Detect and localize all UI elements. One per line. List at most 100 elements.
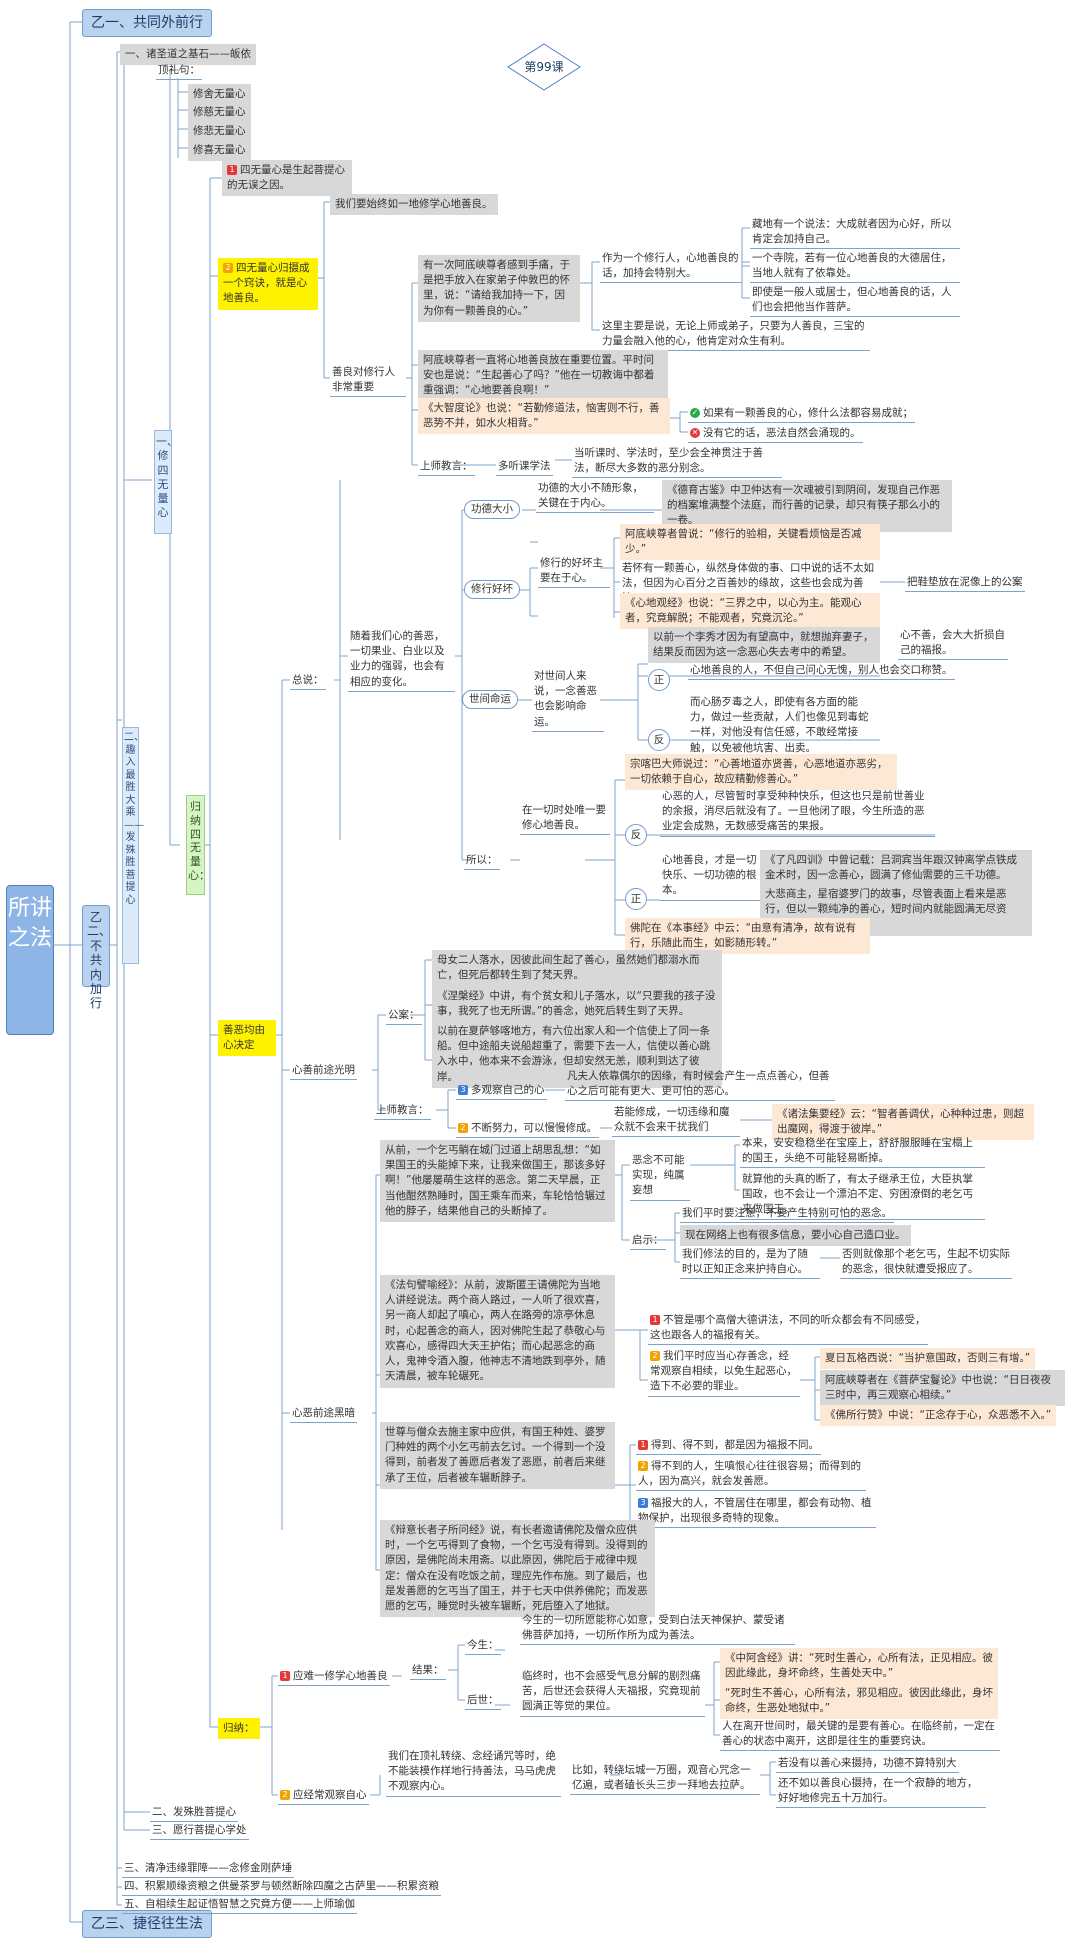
node-m1a1[interactable]: 恶念不可能实现，纯属妄想 (630, 1152, 690, 1201)
node-m1c[interactable]: 世尊与僧众去施主家中应供，有国王种姓、婆罗门种姓的两个小乞丐前去乞讨。一个得到一… (380, 1422, 615, 1489)
branch-b2[interactable]: 乙二、不共内加行 (82, 905, 111, 1010)
node-e1b[interactable]: 修慈无量心 (188, 102, 251, 124)
node-m1a2c2[interactable]: 否则就像那个老乞丐，生起不切实际的恶念，很快就遭受报应了。 (840, 1246, 1012, 1280)
node-n1a2a[interactable]: 《中阿含经》讲：“死时生善心，心所有法，正见相应。彼因此缘此，身坏命终，生善处天… (720, 1648, 998, 1685)
node-e1d[interactable]: 修喜无量心 (188, 140, 251, 162)
node-j3[interactable]: 世间命运 (462, 690, 518, 710)
node-n2b[interactable]: 还不如以善良心摄持，在一个寂静的地方，好好地修完五十万加行。 (776, 1775, 986, 1809)
node-h2c[interactable]: 即使是一般人或居士，但心地善良的话，人们也会把他当作菩萨。 (750, 284, 960, 318)
node-j1t[interactable]: 功德的大小不随形象，关键在于内心。 (536, 480, 654, 514)
node-h6b[interactable]: 当听课时、学法时，至少会全神贯注于善法，断尽大多数的恶分别念。 (572, 445, 782, 479)
node-j2t[interactable]: 修行的好坏主要在于心。 (538, 555, 610, 589)
node-j2a[interactable]: 阿底峡尊者曾说：“修行的验相，关键看烦恼是否减少。” (620, 524, 880, 561)
node-n2a[interactable]: 若没有以善心来摄持，功德不算特别大 (776, 1755, 959, 1774)
node-e2[interactable]: 归纳四无量心： (186, 795, 210, 895)
node-h1[interactable]: 有一次阿底峡尊者感到手痛，于是把手放入在家弟子仲敦巴的怀里，说：“请给我加持一下… (418, 255, 580, 322)
node-n1a2[interactable]: 后世： (465, 1692, 501, 1711)
node-m1a[interactable]: 从前，一个乞丐躺在城门过道上胡思乱想：“如果国王的头能掉下来，让我来做国王，那该… (380, 1140, 615, 1223)
node-k1b[interactable]: 心恶的人，尽管暂时享受种种快乐，但这也只是前世善业的余报，消尽后就没有了。一旦他… (660, 788, 935, 837)
node-l1a1[interactable]: 母女二人落水，因彼此间生起了善心，虽然她们都溺水而亡，但死后都转生到了梵天界。 (432, 950, 722, 987)
node-m1a2c[interactable]: 我们修法的目的，是为了随时以正知正念来护持自心。 (680, 1246, 820, 1280)
branch-b3[interactable]: 乙三、捷径往生法 (82, 1910, 212, 1939)
node-k1a[interactable]: 宗喀巴大师说过：“心善地道亦贤善，心恶地道亦恶劣，一切依赖于自心，故应精勤修善心… (625, 754, 897, 791)
node-l1a2[interactable]: 《涅槃经》中讲，有个贫女和儿子落水，以“只要我的孩子没事，我死了也无所谓。”的善… (432, 986, 722, 1023)
node-d1[interactable]: 一、修四无量心 (154, 430, 178, 534)
node-h6[interactable]: 上师教言： (418, 458, 475, 477)
node-c3[interactable]: 三、清净违缘罪障——念修金刚萨埵 (122, 1860, 294, 1879)
node-k1c1[interactable]: 《了凡四训》中曾记载：吕洞宾当年跟汉钟离学点铁成金术时，因一念善心，圆满了修仙需… (760, 850, 1032, 887)
node-e1a[interactable]: 修舍无量心 (188, 84, 251, 106)
node-j2c[interactable]: 《心地观经》也说：“三界之中，以心为主。能观心者，究竟解脱；不能观者，究竟沉沦。… (620, 593, 880, 630)
node-d2[interactable]: 二、发殊胜菩提心 (150, 1804, 238, 1823)
node-h5[interactable]: 《大智度论》也说：“若勤修道法，恼害则不行，善恶势不并，如水火相背。” (418, 398, 670, 435)
node-j3b[interactable]: 心地善良的人，不但自己问心无愧，别人也会交口称赞。 (688, 662, 955, 681)
node-i1t[interactable]: 随着我们心的善恶，一切果业、白业以及业力的强弱，也会有相应的变化。 (348, 628, 455, 692)
node-n1a[interactable]: 结果： (410, 1662, 446, 1681)
node-e1[interactable]: 顶礼句： (156, 62, 202, 81)
node-m1b2a[interactable]: 夏日瓦格西说：“当护意国政，否则三有增。” (820, 1348, 1036, 1370)
node-n1a1[interactable]: 今生： (465, 1637, 501, 1656)
node-m1b[interactable]: 《法句譬喻经》：从前，波斯匿王请佛陀为当地人讲经说法。两个商人路过，一人听了很欢… (380, 1275, 615, 1388)
node-n2t[interactable]: 我们在顶礼转绕、念经诵咒等时，绝不能装模作样地行持善法，马马虎虎不观察内心。 (386, 1748, 561, 1797)
node-n1a1t[interactable]: 今生的一切所愿能称心如意，受到白法天神保护、蒙受诸佛菩萨加持，一切所作所为成为善… (520, 1612, 795, 1646)
node-j1s[interactable]: 《德育古鉴》中卫仲达有一次魂被引到阴间，发现自己作恶的档案堆满整个法庭，而行善的… (662, 480, 952, 532)
node-l1b[interactable]: 上师教言： (374, 1102, 431, 1121)
node-h6a[interactable]: 多听课学法 (496, 458, 553, 477)
node-n1a2t[interactable]: 临终时，也不会感受气息分解的剧烈痛苦，后世还会获得人天福报，究竟现前圆满正等觉的… (520, 1668, 705, 1717)
node-h3[interactable]: 这里主要是说，无论上师或弟子，只要为人善良，三宝的力量会融入他的心，他肯定对众生… (600, 318, 870, 352)
node-j2b2[interactable]: 把鞋垫放在泥像上的公案 (905, 574, 1025, 593)
node-l1b2s[interactable]: 《诸法集要经》云：“智者善调伏，心种种过患，则超出魔网，得渡于彼岸。” (772, 1104, 1034, 1141)
node-j1[interactable]: 功德大小 (464, 500, 520, 520)
node-m1a2[interactable]: 启示： (630, 1232, 666, 1251)
node-h2b[interactable]: 一个寺院，若有一位心地善良的大德居住，当地人就有了依靠处。 (750, 250, 960, 284)
node-c1[interactable]: 一、诸圣道之基石——皈依 (120, 44, 256, 66)
node-k1c[interactable]: 心地善良，才是一切快乐、一切功德的根本。 (660, 852, 760, 901)
node-h2a[interactable]: 藏地有一个说法：大成就者因为心好，所以肯定会加持自己。 (750, 216, 960, 250)
node-j3a2[interactable]: 心不善，会大大折损自己的福报。 (898, 627, 1008, 661)
node-m1d[interactable]: 《辩意长者子所问经》说，有长者邀请佛陀及僧众应供时，一个乞丐得到了食物，一个乞丐… (380, 1520, 655, 1618)
node-l1a3[interactable]: 以前在夏萨够喀地方，有六位出家人和一个信使上了同一条船。但中途船夫说船超重了，需… (432, 1021, 722, 1088)
node-h2[interactable]: 作为一个修行人，心地善良的话，加持会特别大。 (600, 250, 742, 284)
node-j3c[interactable]: 而心肠歹毒之人，即使有各方面的能力，做过一些贡献，人们也像见到毒蛇一样，对他没有… (688, 694, 878, 758)
node-e1c[interactable]: 修悲无量心 (188, 121, 251, 143)
branch-b1[interactable]: 乙一、共同外前行 (82, 9, 212, 38)
node-m1a1a[interactable]: 本来，安安稳稳坐在宝座上，舒舒服服睡在宝榻上的国王，头绝不可能轻易断掉。 (740, 1135, 985, 1169)
node-c2[interactable]: 二、趣入最胜大乘——发殊胜菩提心 (122, 727, 144, 964)
node-g1[interactable]: 我们要始终如一地修学心地善良。 (330, 194, 498, 216)
node-k1t[interactable]: 在一切时处唯一要修心地善良。 (520, 802, 610, 836)
node-d3[interactable]: 三、愿行菩提心学处 (150, 1822, 249, 1841)
node-k1[interactable]: 所以： (464, 852, 500, 871)
node-i1[interactable]: 总说： (290, 672, 326, 691)
node-m1b2c[interactable]: 《佛所行赞》中说：“正念存于心，众恶悉不入。” (820, 1405, 1057, 1427)
node-n1a2c[interactable]: 人在离开世间时，最关键的是要有善心。在临终前，一定在善心的状态中离开，这即是往生… (720, 1718, 1000, 1752)
node-m1b2b[interactable]: 阿底峡尊者在《菩萨宝鬘论》中也说：“日日夜夜三时中，再三观察心相续。” (820, 1370, 1065, 1407)
node-h4[interactable]: 阿底峡尊者一直将心地善良放在重要位置。平时问安也是说：“生起善心了吗？”他在一切… (418, 350, 668, 402)
node-j3a[interactable]: 以前一个李秀才因为有望高中，就想抛弃妻子，结果反而因为这一念恶心失去考中的希望。 (648, 627, 880, 664)
node-g2[interactable]: 善良对修行人非常重要 (330, 364, 406, 398)
node-l1b2t[interactable]: 若能修成，一切违缘和魔众就不会来干扰我们 (612, 1104, 740, 1138)
node-m1a1b[interactable]: 就算他的头真的断了，有太子继承王位，大臣执掌国政，也不会让一个漂泊不定、穷困潦倒… (740, 1171, 985, 1220)
node-n1a2b[interactable]: “死时生不善心，心所有法，邪见相应。彼因此缘此，身坏命终，生恶处地狱中。” (720, 1683, 998, 1720)
node-k1d[interactable]: 佛陀在《本事经》中云：“由意有清净，故有说有行，乐随此而生，如影随形转。” (625, 918, 870, 955)
node-f4[interactable]: 归纳： (218, 1718, 260, 1740)
node-h5a[interactable]: ✓如果有一颗善良的心，修什么法都容易成就； (688, 405, 915, 424)
node-l1a[interactable]: 公案： (386, 1007, 422, 1026)
node-l1[interactable]: 心善前途光明 (290, 1062, 357, 1081)
node-l1b1t[interactable]: 凡夫人依靠偶尔的因缘，有时候会产生一点点善心，但善心之后可能有更大、更可怕的恶心… (565, 1068, 835, 1102)
node-n2t2[interactable]: 比如，转绕坛城一万圈，观音心咒念一亿遍，或者磕长头三步一拜地去拉萨。 (570, 1762, 760, 1796)
node-c5[interactable]: 五、自相续生起证悟智慧之究竟方便——上师瑜伽 (122, 1896, 357, 1915)
node-c4[interactable]: 四、积累顺缘资粮之供曼茶罗与顿然断除四魔之古萨里——积累资粮 (122, 1878, 441, 1897)
node-j3t[interactable]: 对世间人来说，一念善恶也会影响命运。 (532, 668, 604, 732)
node-m1a2b[interactable]: 现在网络上也有很多信息，要小心自己造口业。 (680, 1225, 911, 1247)
